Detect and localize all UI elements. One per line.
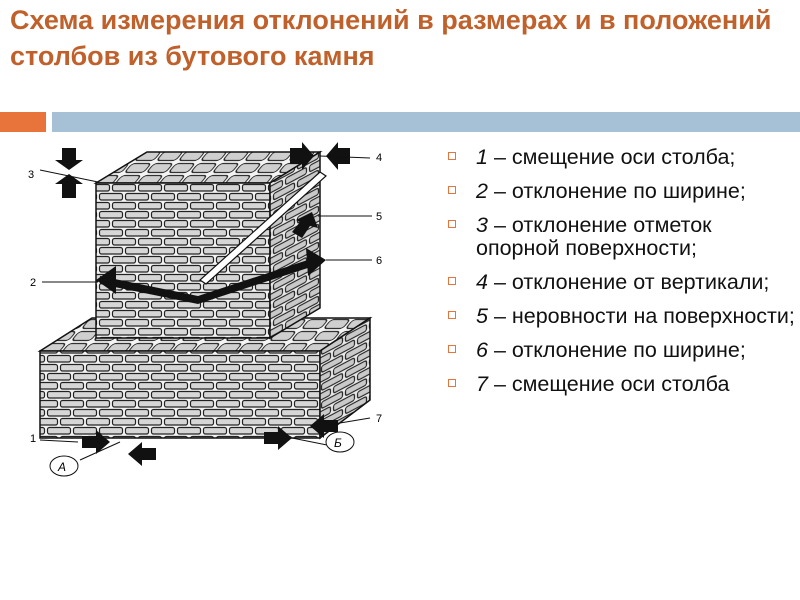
- callout-1-arrows: [39, 430, 156, 466]
- legend-item: 1 – смещение оси столба;: [446, 146, 796, 169]
- callout-3-arrows: [39, 148, 99, 198]
- legend-item-text: – отклонение отметок опорной поверхности…: [476, 213, 712, 260]
- legend-item-number: 2: [476, 179, 488, 203]
- callout-5-straightedge: [199, 171, 372, 285]
- base-side-face: [319, 316, 371, 440]
- legend-item: 5 – неровности на поверхности;: [446, 305, 796, 328]
- callout-4-label: 4: [376, 152, 382, 164]
- marker-a-label: А: [57, 460, 66, 474]
- stone-pillar-diagram: 3 4 5 2 6 1 А 7 Б: [28, 142, 382, 477]
- marker-a-circle: [49, 455, 79, 477]
- base-front-face: [39, 350, 321, 439]
- callout-7-label: 7: [376, 413, 382, 425]
- legend-item-number: 1: [476, 145, 488, 169]
- marker-b-label: Б: [334, 436, 342, 450]
- callout-2-6-measure-band: [42, 248, 372, 304]
- legend-item-number: 3: [476, 213, 488, 237]
- legend-item-text: – отклонение по ширине;: [487, 179, 746, 203]
- legend-item: 2 – отклонение по ширине;: [446, 180, 796, 203]
- legend-item-text: – смещение оси столба: [487, 372, 730, 396]
- callout-2-label: 2: [30, 277, 36, 289]
- legend-item-text: – отклонение по ширине;: [487, 338, 746, 362]
- legend-item: 6 – отклонение по ширине;: [446, 339, 796, 362]
- callout-3-label: 3: [28, 169, 34, 181]
- square-bullet-icon: [448, 152, 456, 160]
- callout-6-label: 6: [376, 255, 382, 267]
- pillar-front-face: [95, 182, 271, 339]
- legend-item-number: 4: [476, 270, 488, 294]
- callout-4-arrows: [290, 142, 371, 170]
- legend-list: 1 – смещение оси столба; 2 – отклонение …: [446, 146, 796, 407]
- square-bullet-icon: [448, 345, 456, 353]
- legend-item-text: – неровности на поверхности;: [487, 304, 795, 328]
- title-accent-bar: [0, 112, 46, 132]
- legend-item-number: 5: [476, 304, 488, 328]
- square-bullet-icon: [448, 379, 456, 387]
- title-divider-bar: [52, 112, 800, 132]
- square-bullet-icon: [448, 186, 456, 194]
- legend-item: 3 – отклонение отметок опорной поверхнос…: [446, 214, 796, 260]
- legend-item-number: 6: [476, 338, 488, 362]
- slide-title: Схема измерения отклонений в размерах и …: [10, 5, 772, 71]
- callout-1-label: 1: [30, 433, 36, 445]
- marker-b-circle: [325, 431, 355, 453]
- legend-item: 4 – отклонение от вертикали;: [446, 271, 796, 294]
- callout-5-label: 5: [376, 211, 382, 223]
- square-bullet-icon: [448, 220, 456, 228]
- legend-item: 7 – смещение оси столба: [446, 373, 796, 396]
- callout-7-arrows: [264, 414, 371, 450]
- legend-item-text: – отклонение от вертикали;: [487, 270, 770, 294]
- square-bullet-icon: [448, 311, 456, 319]
- legend-item-text: – смещение оси столба;: [487, 145, 736, 169]
- square-bullet-icon: [448, 277, 456, 285]
- legend-item-number: 7: [476, 372, 488, 396]
